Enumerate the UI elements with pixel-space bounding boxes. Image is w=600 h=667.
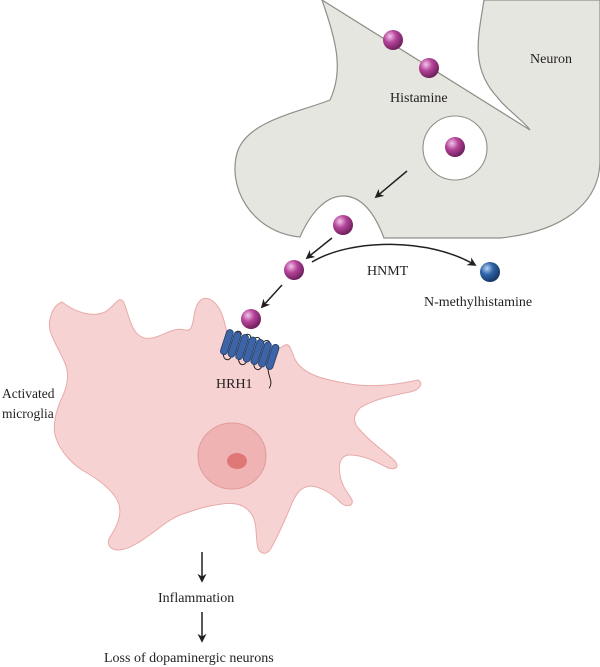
histamine-molecule	[333, 215, 353, 235]
hrh1-label: HRH1	[216, 377, 253, 392]
hrh1-receptor	[220, 329, 280, 389]
inflammation-label: Inflammation	[158, 591, 234, 606]
arrow-vesicle-release	[374, 170, 408, 199]
arrow-diffusion	[305, 237, 333, 260]
arrow-hnmt-metabolism	[311, 243, 477, 266]
histamine-molecule	[445, 137, 465, 157]
histamine-molecule	[284, 260, 304, 280]
arrow-binding	[260, 284, 283, 309]
histamine-molecule	[241, 309, 261, 329]
n-methylhistamine-molecule	[480, 262, 500, 282]
hnmt-label: HNMT	[367, 264, 409, 279]
neuron-terminal	[234, 0, 600, 239]
histamine-molecule	[383, 30, 403, 50]
histamine-molecule	[419, 58, 439, 78]
activated-microglia-label-line2: microglia	[2, 406, 54, 421]
loss-of-dopaminergic-neurons-label: Loss of dopaminergic neurons	[104, 651, 274, 666]
n-methylhistamine-label: N-methylhistamine	[424, 295, 532, 310]
microglia-nucleolus	[227, 453, 247, 469]
histamine-label: Histamine	[390, 91, 448, 106]
activated-microglia-label-line1: Activated	[2, 386, 55, 401]
neuron-label: Neuron	[530, 52, 572, 67]
